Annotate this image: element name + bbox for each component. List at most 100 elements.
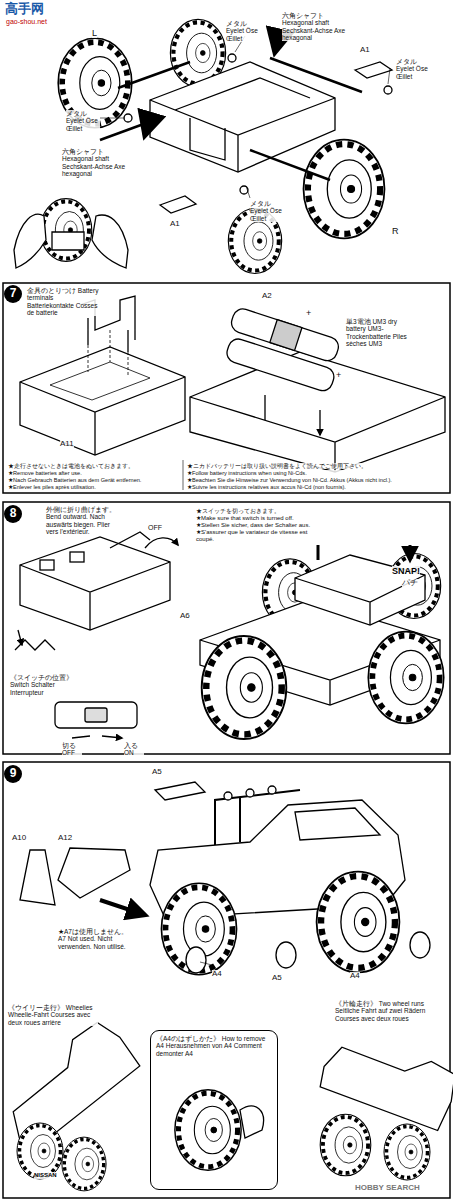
illustration-stroke — [183, 460, 184, 490]
illustration-stroke — [304, 140, 385, 239]
part-label: A6 — [180, 612, 190, 621]
note: ★Make sure that switch is turned off. — [196, 515, 396, 522]
chassis-assembly — [15, 532, 444, 739]
illustration-stroke — [270, 58, 362, 92]
step-number: 9 — [4, 765, 22, 783]
illustration-stroke — [124, 114, 132, 122]
illustration-stroke — [100, 900, 145, 915]
note: ★Enlever les piles après utilisation. — [8, 484, 180, 490]
part-label: A1 — [170, 220, 180, 229]
section-heading: 《ウイリー走行》 Wheelies Wheelie-Fahrt Courses … — [8, 1004, 98, 1026]
note: ★スイッチを切っておきます。 — [196, 508, 396, 515]
note: ★Stellen Sie sicher, dass der Schalter a… — [196, 522, 396, 529]
illustration-stroke — [88, 330, 128, 376]
watermark: HOBBY SEARCH — [355, 1184, 420, 1193]
part-label: A11 — [60, 440, 74, 449]
illustration-stroke — [155, 782, 205, 800]
illustration-stroke — [20, 377, 185, 455]
part-label: 六角シャフト Hexagonal shaft Sechskant-Achse A… — [62, 148, 134, 177]
illustration-stroke — [150, 62, 335, 172]
illustration-stroke — [110, 532, 150, 548]
illustration-stroke — [58, 848, 130, 898]
step-title: 金具のとりつけ Battery terminals Batteriekontak… — [27, 287, 99, 316]
illustration-stroke — [14, 214, 46, 268]
illustration-stroke — [202, 636, 287, 739]
part-label: R — [392, 226, 399, 236]
part-label: A5 — [272, 974, 282, 983]
illustration-stroke — [145, 538, 178, 548]
part-label: メタル Eyelet Öse Œillet — [226, 20, 260, 42]
part-label: メタル Eyelet Öse Œillet — [396, 58, 436, 80]
illustration-stroke — [295, 555, 425, 625]
note: ★Remove batteries after use. — [8, 470, 180, 476]
illustration-stroke — [50, 362, 150, 400]
watermark: 高手网 — [5, 2, 44, 17]
note: ★A7は使用しません。 A7 Not used. Nicht verwenden… — [58, 928, 128, 950]
illustration-stroke — [295, 575, 425, 625]
part-label: A4 — [350, 972, 360, 981]
illustration-stroke — [250, 150, 330, 180]
truck-body — [0, 782, 453, 1191]
illustration-stroke — [3, 762, 450, 1198]
wheel-assembly — [14, 19, 392, 273]
illustration-stroke — [190, 118, 225, 160]
illustration-stroke — [246, 789, 254, 797]
illustration-stroke — [40, 560, 54, 570]
section-heading: 《片輪走行》 Two wheel runs Seitliche Fahrt au… — [335, 1000, 445, 1022]
inset-box: 《A4のはずしかた》 How to remove A4 Herausnehmen… — [150, 1030, 278, 1190]
illustration-stroke — [55, 702, 137, 728]
watermark: gao-shou.net — [6, 18, 47, 26]
illustration-stroke — [20, 537, 170, 630]
illustration-stroke — [3, 283, 450, 493]
illustration-stroke — [224, 792, 232, 800]
illustration-stroke — [240, 186, 248, 194]
instruction: 外側に折り曲げます。 Bend outward. Nach auswärts b… — [46, 506, 116, 535]
note: ★ニカドバッテリーは取り扱い説明書をよく読んでご使用下さい。 — [187, 463, 447, 469]
illustration-stroke — [3, 502, 450, 754]
switch-label: 入る ON — [124, 742, 144, 757]
illustration-stroke — [0, 1017, 144, 1153]
part-label: 六角シャフト Hexagonal shaft Sechskant-Achse A… — [282, 12, 352, 41]
illustration-stroke — [220, 306, 346, 393]
illustration-stroke — [118, 62, 190, 88]
illustration-stroke — [215, 790, 300, 845]
illustration-stroke — [410, 932, 430, 958]
part-label: 単3電池 UM3 dry battery UM3-Trockenbatterie… — [346, 318, 418, 347]
part-label: A5 — [152, 768, 162, 777]
illustration-stroke — [85, 708, 107, 722]
illustration-stroke — [228, 54, 236, 62]
note: ★Beachten Sie die Hinweise zur Verwendun… — [187, 477, 447, 483]
polarity-mark: + — [336, 370, 341, 380]
illustration-stroke — [186, 947, 206, 973]
illustration-stroke — [368, 632, 443, 724]
part-label: L — [92, 28, 97, 38]
illustration-stroke — [100, 36, 390, 198]
illustration-stroke — [18, 630, 22, 645]
illustration-stroke — [276, 942, 296, 968]
step-number-text: 8 — [10, 507, 17, 520]
sound-label: パチ — [402, 579, 418, 588]
part-label: メタル Eyelet Öse Œillet — [250, 200, 288, 222]
illustration-stroke — [92, 215, 128, 268]
illustration-stroke — [320, 1114, 371, 1176]
illustration-stroke — [0, 1017, 144, 1153]
part-label: A12 — [58, 834, 72, 843]
note: ★S'assurer que le variateur de vitesse e… — [196, 529, 326, 542]
step-number-text: 7 — [10, 287, 17, 300]
illustration-stroke — [72, 736, 122, 738]
inset-heading: 《A4のはずしかた》 How to remove A4 Herausnehmen… — [156, 1035, 272, 1057]
part-label: メタル Eyelet Öse Œillet — [66, 110, 100, 132]
decal-text: NISSAN — [34, 1172, 57, 1179]
part-label: A2 — [262, 292, 272, 301]
switch-label: 切る OFF — [62, 742, 82, 757]
part-label: A4 — [212, 970, 222, 979]
illustration-stroke — [318, 545, 410, 560]
illustration-stroke — [20, 562, 170, 630]
battery-box — [20, 296, 445, 472]
part-label: A1 — [360, 46, 370, 55]
note: ★Nach Gebrauch Batterien aus dem Gerät e… — [8, 477, 180, 483]
illustration-stroke — [17, 1123, 63, 1179]
sound-label: SNAP! — [392, 566, 420, 576]
step-number: 7 — [4, 285, 22, 303]
polarity-mark: + — [306, 308, 311, 318]
